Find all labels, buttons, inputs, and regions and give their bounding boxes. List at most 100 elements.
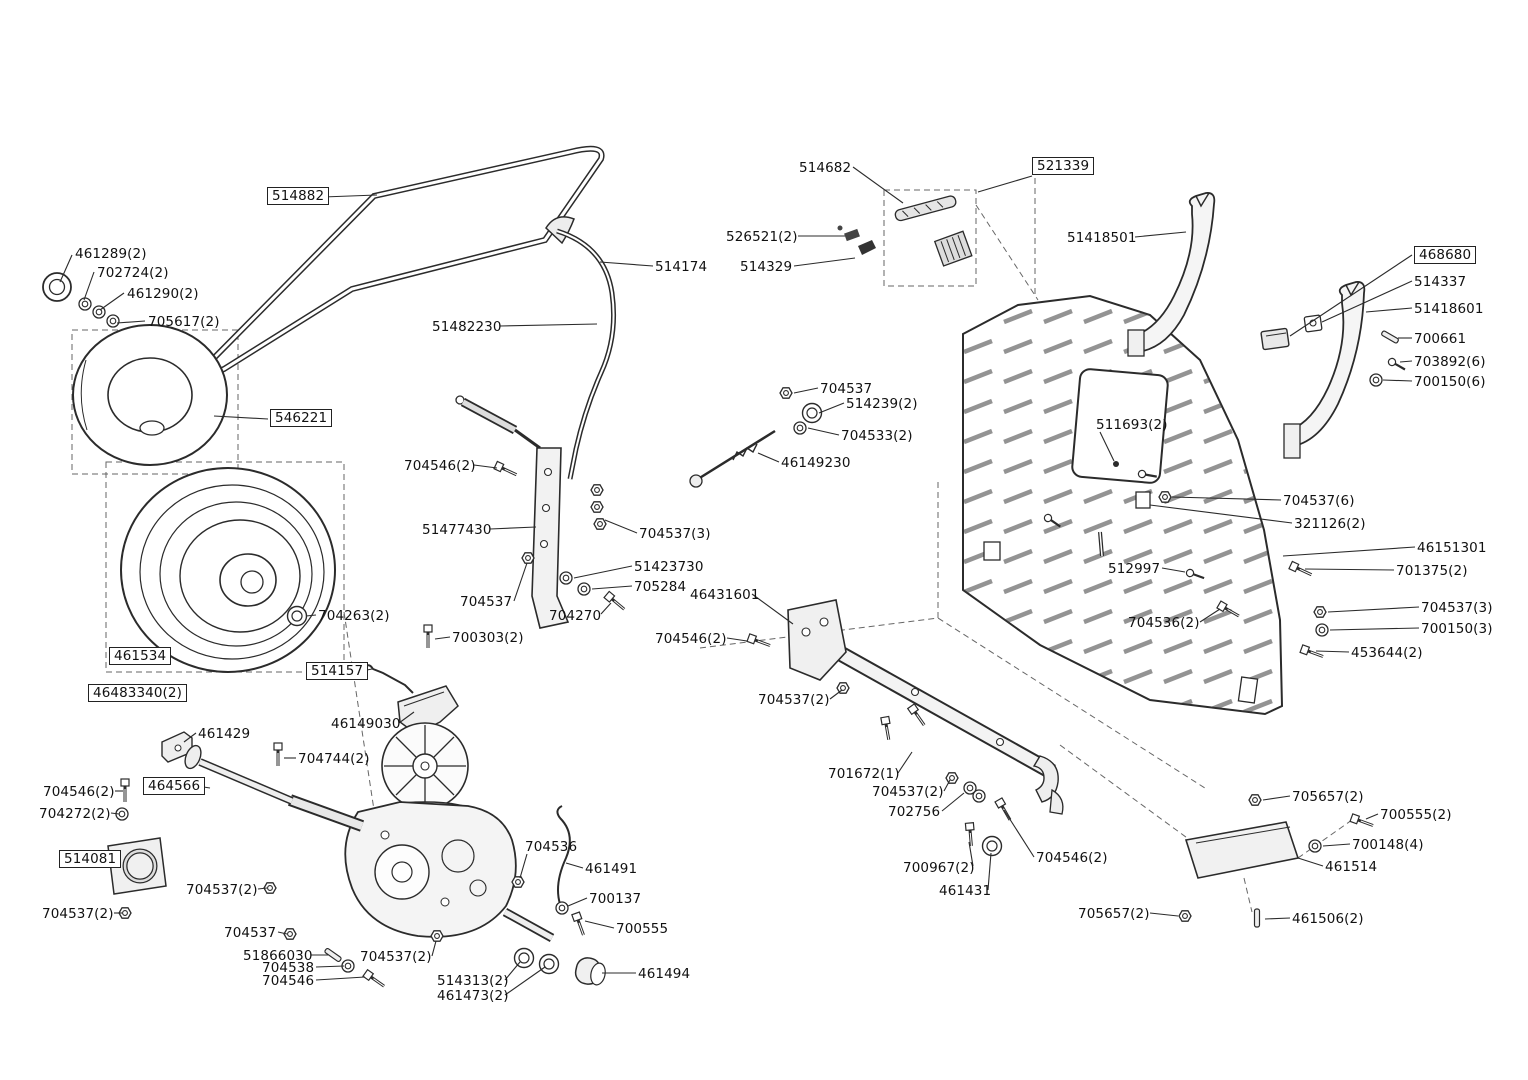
bolt-icon [571,911,585,936]
bracket-51477430 [531,447,570,629]
leader-line [434,636,451,640]
washer-icon [1369,373,1383,387]
screw-icon [1387,357,1406,371]
nut-icon [590,501,604,513]
washer-icon [78,297,92,311]
leader-line [1297,857,1324,867]
washer-icon [1308,839,1322,853]
leader-line [504,961,521,981]
transaxle-housing [344,801,517,938]
drive-belt [207,145,605,375]
washer-icon [1315,623,1329,637]
brake-rod [556,805,571,905]
leader-line [1262,795,1291,801]
panel-window [1071,368,1169,484]
screw-icon [1137,469,1157,479]
clamp-514081 [107,837,167,895]
washer-icon [106,314,120,328]
construction-lines [71,178,1353,913]
leader-line [305,614,317,617]
axle-support-bar [787,599,1064,815]
leader-line [277,931,288,935]
fastener-layer [42,272,1406,988]
leader-line [110,812,120,815]
nut-icon [945,772,959,784]
ring-icon [538,953,560,975]
leader-line [793,387,819,394]
washer-icon [341,959,355,973]
nut-icon [1313,606,1327,618]
pin-icon [1253,908,1261,928]
nut-icon [590,484,604,496]
leader-line [977,175,1033,193]
bolt-icon [1299,644,1324,658]
leader-line [726,637,748,642]
leader-line [213,415,269,420]
leader-line [1365,813,1379,820]
washer-icon [555,901,569,915]
leader-line [829,689,843,700]
leader-line [1315,650,1350,653]
screw-icon [1185,568,1205,580]
leader-line [852,166,904,204]
link-rod-46149230 [689,429,776,488]
leader-line [1322,843,1351,847]
handle-514682 [894,195,957,222]
nut-icon [593,518,607,530]
latch-468680 [1260,327,1290,351]
leader-line [99,292,125,311]
washer-icon [963,781,977,795]
nut-icon [1248,794,1262,806]
leader-line [1365,307,1413,313]
nut-icon [779,387,793,399]
leader-line [1171,496,1282,501]
leader-line [1099,431,1115,462]
leader-line [1161,567,1186,573]
leader-line [573,565,633,579]
leader-line [818,402,845,414]
leader-line [196,785,211,789]
leader-line [1199,608,1221,623]
bolt-icon [906,703,926,726]
bolt-icon [273,742,283,766]
frame-panel [962,294,1284,716]
washer-icon [559,571,573,585]
pin-icon [1381,330,1399,344]
bolt-icon [120,778,130,802]
leader-line [473,464,498,469]
leader-line [600,602,612,615]
leader-line [567,897,588,907]
leader-line [315,965,345,968]
leader-line [1264,917,1291,920]
leader-line [315,976,366,981]
leader-line [322,194,378,198]
leader-line [398,711,415,724]
nut-icon [1158,491,1172,503]
leader-line [751,593,794,625]
leader-line [1327,606,1420,613]
bolt-icon [1349,813,1374,827]
cooling-fan [381,722,469,810]
clutch-rod [545,216,617,480]
bolt-icon [362,968,385,988]
bolt-icon [964,822,975,847]
transaxle [184,722,571,942]
clip-526521 [837,225,876,255]
leader-line [519,853,528,879]
leader-line [431,940,437,957]
nut-icon [1178,910,1192,922]
bolt-icon [880,715,891,741]
latch-321126 [1135,491,1151,509]
leader-line [1304,568,1395,571]
washer-icon [793,421,807,435]
leader-line [943,779,951,792]
bracket-51418601 [1283,281,1366,459]
leader-line [968,841,974,867]
leader-line [183,732,197,743]
axle-hub [184,744,202,770]
leader-line [793,257,856,267]
ring-icon [286,605,308,627]
leader-line [1321,280,1413,323]
ring-icon [981,835,1003,857]
